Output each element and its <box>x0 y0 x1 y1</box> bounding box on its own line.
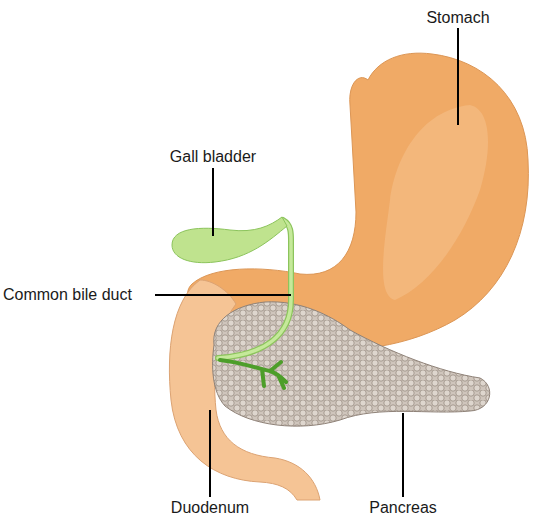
leader-line <box>457 28 459 125</box>
leader-line <box>402 413 404 497</box>
pancreatic-duct <box>220 360 286 388</box>
leader-line <box>155 294 291 296</box>
gall-bladder-shape <box>172 217 287 263</box>
pancreas-shape <box>213 302 490 426</box>
stomach-shape <box>187 53 528 349</box>
part-label: Gall bladder <box>138 148 288 166</box>
stomach-highlight <box>383 105 488 300</box>
part-label: Duodenum <box>135 499 285 517</box>
leader-lines <box>155 28 458 497</box>
leader-line <box>209 410 211 497</box>
leader-line <box>212 168 214 236</box>
part-label: Common bile duct <box>3 286 153 304</box>
part-label: Pancreas <box>328 499 478 517</box>
part-label: Stomach <box>383 9 533 27</box>
